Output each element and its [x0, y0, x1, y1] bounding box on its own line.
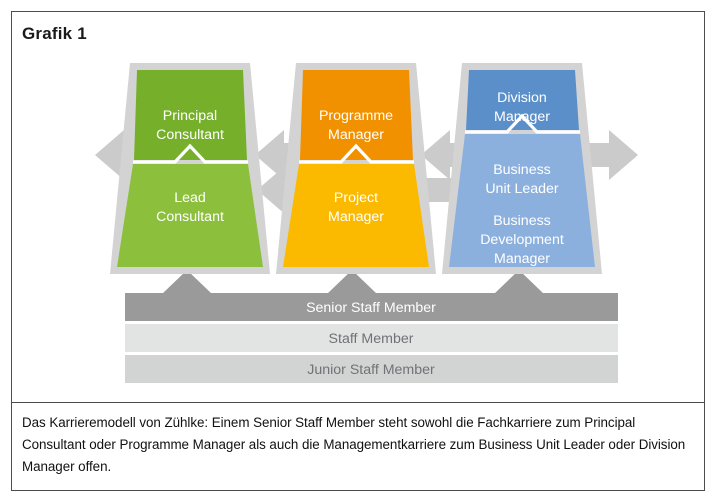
business-unit-leader-block[interactable] — [449, 134, 595, 267]
base-bar-staff-member[interactable]: Staff Member — [125, 324, 618, 352]
division-manager-label-line1: Division — [497, 90, 547, 106]
business-unit-leader-label-line2: Unit Leader — [485, 181, 559, 197]
figure-caption: Das Karrieremodell von Zühlke: Einem Sen… — [22, 415, 686, 474]
career-model-diagram: Principal Consultant Lead Consultant Pro… — [12, 12, 704, 402]
programme-manager-label-line1: Programme — [319, 108, 393, 124]
arrow-orange-blue-left — [421, 130, 478, 180]
consultant-column[interactable]: Principal Consultant Lead Consultant — [110, 63, 270, 274]
project-manager-label-line1: Project — [334, 190, 378, 206]
base-bar-junior-staff-member[interactable]: Junior Staff Member — [125, 355, 618, 383]
arrow-right-outer — [581, 130, 638, 180]
business-development-manager-label-line1: Business — [493, 213, 551, 229]
business-development-manager-label-line2: Development — [480, 232, 564, 248]
principal-consultant-label-line2: Consultant — [156, 127, 224, 143]
arrow-up-management — [494, 270, 544, 294]
lead-consultant-label-line1: Lead — [174, 190, 206, 206]
staff-member-label: Staff Member — [329, 331, 414, 347]
base-bar-senior-staff-member[interactable]: Senior Staff Member — [125, 293, 618, 321]
manager-column[interactable]: Programme Manager Project Manager — [276, 63, 436, 274]
figure-title: Grafik 1 — [22, 24, 87, 43]
lead-consultant-label-line2: Consultant — [156, 209, 224, 225]
business-development-manager-label-line3: Manager — [494, 251, 550, 267]
management-column[interactable]: Division Manager Business Unit Leader Bu… — [442, 63, 602, 274]
arrow-up-consultant — [162, 270, 212, 294]
division-manager-block[interactable] — [466, 70, 579, 130]
business-unit-leader-label-line1: Business — [493, 162, 551, 178]
programme-manager-block[interactable] — [300, 70, 413, 160]
arrow-green-orange-left — [255, 130, 312, 180]
programme-manager-label-line2: Manager — [328, 127, 384, 143]
lead-consultant-block[interactable] — [117, 164, 263, 267]
arrow-up-manager — [327, 270, 377, 294]
junior-staff-member-label: Junior Staff Member — [307, 362, 435, 378]
caption-divider — [12, 402, 704, 403]
project-manager-block[interactable] — [283, 164, 429, 267]
senior-staff-member-label: Senior Staff Member — [306, 300, 436, 316]
project-manager-label-line2: Manager — [328, 209, 384, 225]
division-manager-label-line2: Manager — [494, 109, 550, 125]
principal-consultant-label-line1: Principal — [163, 108, 217, 124]
principal-consultant-block[interactable] — [134, 70, 247, 160]
